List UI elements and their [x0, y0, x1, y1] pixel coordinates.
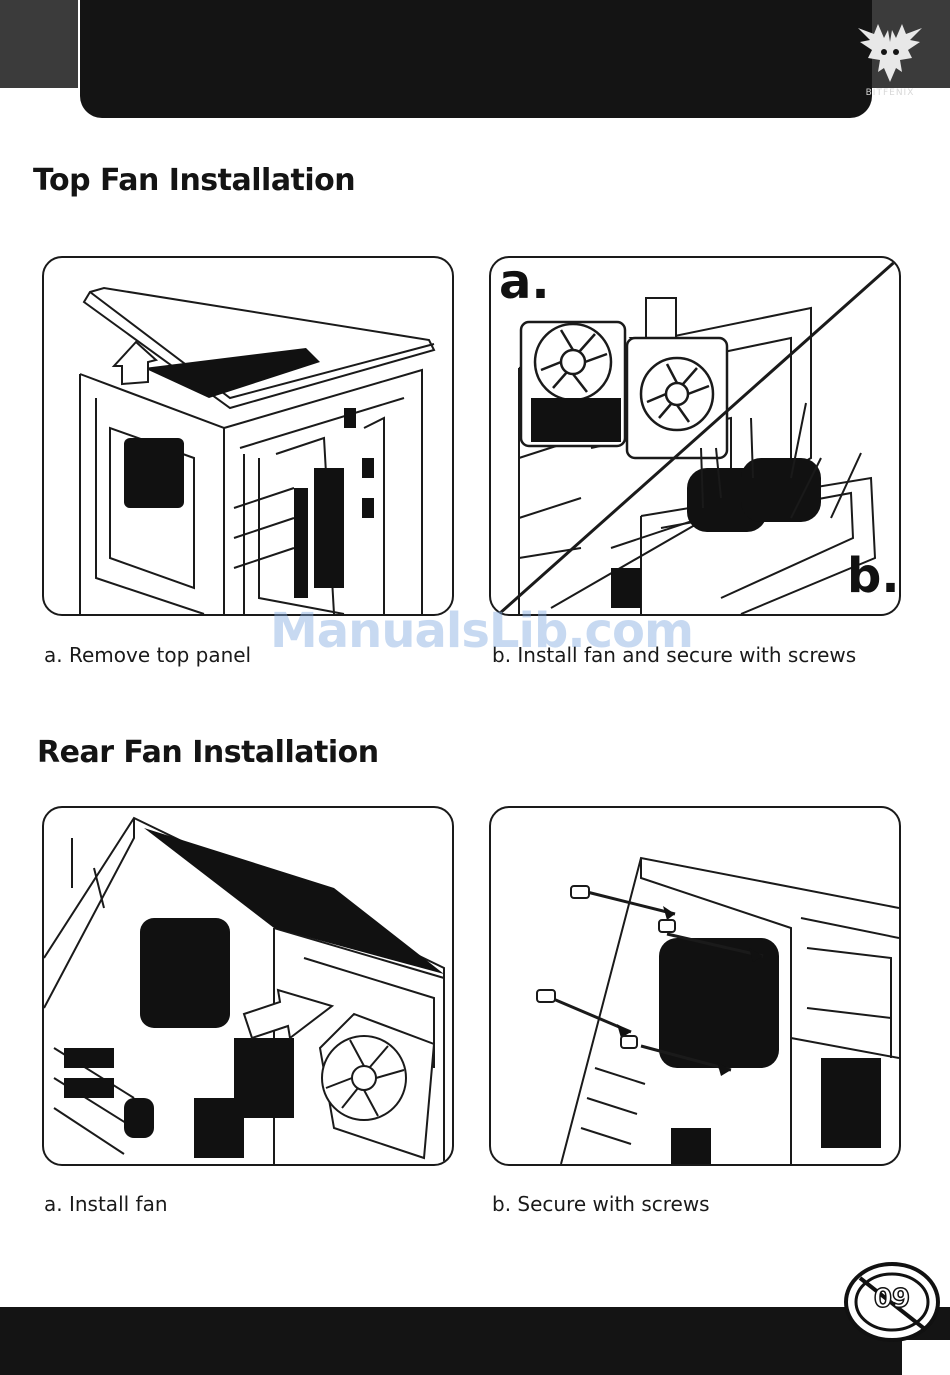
rear-fan-install-illustration — [44, 808, 452, 1164]
caption-remove-top-panel: a. Remove top panel — [44, 643, 251, 667]
watermark: ManualsLib.com — [270, 603, 693, 659]
rear-fan-secure-illustration — [491, 808, 899, 1164]
step-label-a: a. — [499, 256, 550, 310]
page-number: 09 — [842, 1284, 942, 1314]
brand-name: BITFENIX — [850, 88, 930, 98]
caption-secure-rear-fan: b. Secure with screws — [492, 1192, 710, 1216]
section-title-top-fan: Top Fan Installation — [33, 163, 355, 198]
figure-secure-rear-fan — [489, 806, 901, 1166]
footer-corner — [902, 1340, 950, 1375]
figure-install-rear-fan — [42, 806, 454, 1166]
header-bar: BITFENIX — [80, 0, 872, 118]
header-left-block — [0, 0, 78, 88]
step-label-b: b. — [847, 548, 900, 604]
footer-bar — [0, 1307, 950, 1375]
figure-install-top-fan: a. b. — [489, 256, 901, 616]
top-fan-install-illustration — [491, 258, 899, 614]
case-top-panel-illustration — [44, 258, 452, 614]
caption-install-rear-fan: a. Install fan — [44, 1192, 168, 1216]
figure-remove-top-panel — [42, 256, 454, 616]
brand-logo: BITFENIX — [850, 20, 930, 102]
bird-logo-icon — [850, 20, 930, 90]
page-number-badge: 09 — [842, 1260, 942, 1344]
section-title-rear-fan: Rear Fan Installation — [37, 735, 379, 770]
